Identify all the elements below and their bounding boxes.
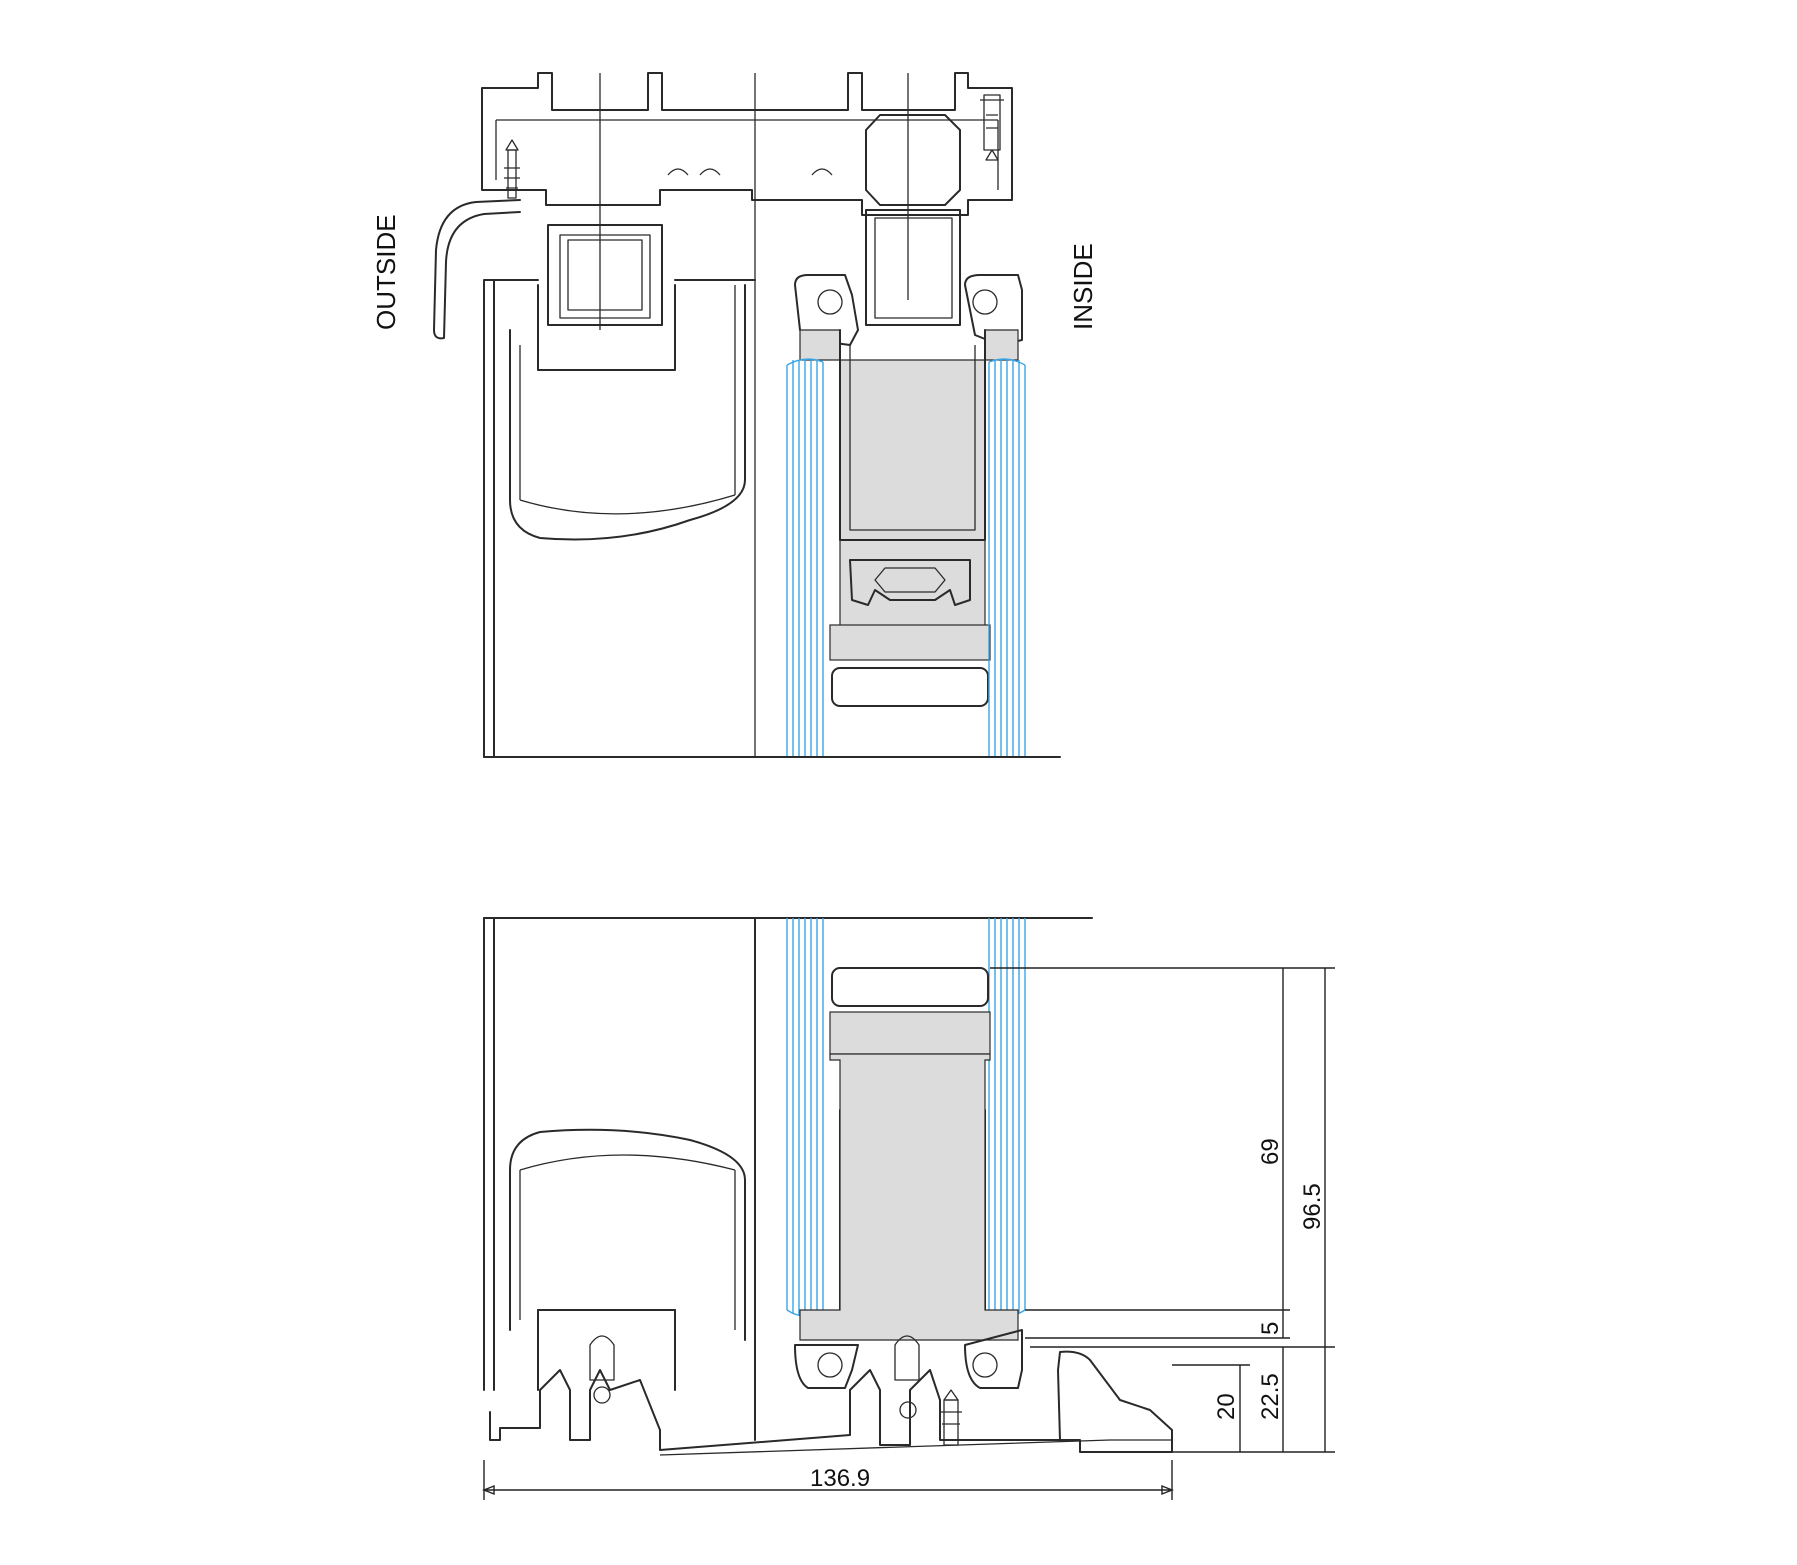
inner-sash-clip <box>849 559 971 606</box>
glass-pane-inner-top <box>988 358 1026 757</box>
dim-glass-height: 69 <box>1257 1138 1284 1165</box>
spacer-top <box>829 624 991 661</box>
warm-edge-spacer-top <box>831 667 989 707</box>
screw-bottom-icon <box>940 1389 962 1446</box>
outer-sash-frame <box>483 279 756 758</box>
sill-frame-profile <box>489 1350 1173 1453</box>
drip-flashing <box>433 199 521 340</box>
screw-left-icon <box>504 139 520 199</box>
spacer-bottom <box>829 1011 991 1055</box>
inside-label: INSIDE <box>1068 243 1098 330</box>
gasket-left-icon <box>817 289 843 315</box>
outer-sash-handle <box>509 284 746 541</box>
gasket-bottom-left-icon <box>817 1352 843 1378</box>
head-frame-profile <box>481 72 1013 216</box>
dim-sill-height: 20 <box>1213 1393 1240 1420</box>
gasket-right-icon <box>972 289 998 315</box>
inner-sash-top <box>794 274 859 346</box>
outer-sash-handle-bottom <box>509 1128 746 1341</box>
warm-edge-spacer-bottom <box>831 967 989 1007</box>
dim-frame-height: 22.5 <box>1257 1373 1284 1420</box>
dim-total-height: 96.5 <box>1299 1183 1326 1230</box>
dim-gap: 5 <box>1257 1322 1284 1335</box>
glazing-seal-bottom <box>799 1053 1019 1341</box>
screw-right-icon <box>980 94 1004 161</box>
glass-pane-outer-top <box>786 358 824 757</box>
sill-section <box>483 917 1173 1456</box>
outer-sash-top <box>547 224 663 326</box>
glass-pane-inner-bottom <box>988 918 1026 1317</box>
gasket-bottom-right-icon <box>972 1352 998 1378</box>
glass-pane-outer-bottom <box>786 918 824 1317</box>
dim-overall-width: 136.9 <box>810 1465 870 1492</box>
head-section <box>433 72 1061 758</box>
dimension-lines <box>482 967 1335 1500</box>
outside-label: OUTSIDE <box>371 214 401 330</box>
head-center-box <box>865 114 961 206</box>
